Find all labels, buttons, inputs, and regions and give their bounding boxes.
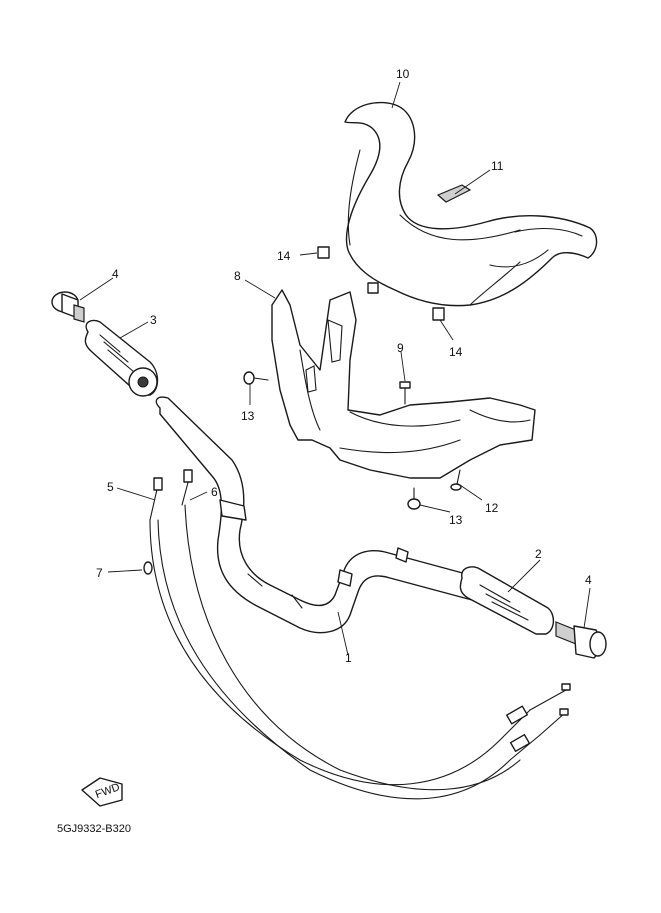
callouts: 10 11 14 14 8 4 3 9 13 5 6 12 13 7 2 4 1: [96, 67, 592, 665]
bar-end-right: [555, 621, 607, 659]
callout-13-left: 13: [241, 409, 255, 423]
throttle-grip: [459, 566, 555, 635]
bar-end-left: [51, 291, 85, 323]
callout-14-lower: 14: [449, 345, 463, 359]
throttle-cables: [143, 469, 571, 800]
callout-6: 6: [211, 485, 218, 499]
callout-1: 1: [345, 651, 352, 665]
clip-nut-upper: [317, 246, 330, 259]
callout-9: 9: [397, 341, 404, 355]
callout-12: 12: [485, 501, 499, 515]
callout-14-upper: 14: [277, 249, 291, 263]
screw-12: [450, 469, 462, 491]
callout-3: 3: [150, 313, 157, 327]
lower-handle-cover: [271, 289, 536, 479]
left-grip: [84, 319, 159, 397]
callout-13-right: 13: [449, 513, 463, 527]
upper-handle-cover: [344, 101, 598, 307]
callout-4-left: 4: [112, 267, 119, 281]
callout-7: 7: [96, 566, 103, 580]
drawing-code: 5GJ9332-B320: [57, 823, 131, 835]
callout-5: 5: [107, 480, 114, 494]
callout-2: 2: [535, 547, 542, 561]
callout-10: 10: [396, 67, 410, 81]
leader-lines: [79, 81, 591, 656]
fwd-arrow-icon: FWD: [81, 777, 123, 807]
callout-4-right: 4: [585, 573, 592, 587]
clip-nut-lower: [432, 307, 445, 321]
handlebar: [155, 396, 473, 634]
callout-11: 11: [491, 159, 504, 173]
screw-13-right: [407, 487, 421, 510]
screw-13-left: [243, 371, 269, 385]
screw-9: [399, 381, 411, 405]
callout-8: 8: [234, 269, 241, 283]
